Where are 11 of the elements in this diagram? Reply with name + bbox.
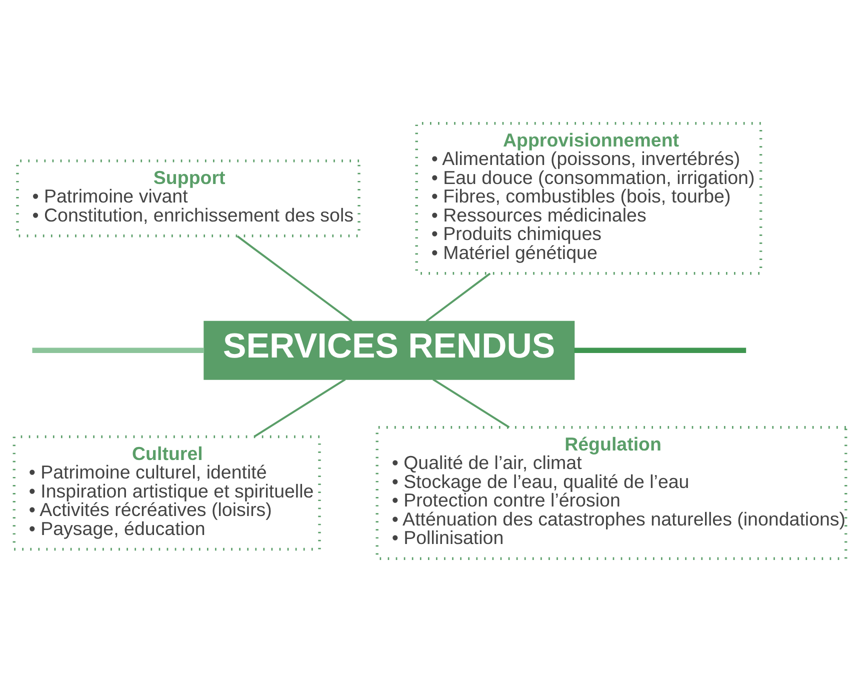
connector xyxy=(254,378,346,438)
node-box: Support • Patrimoine vivant • Constitution, enrichissement des sols xyxy=(16,160,360,238)
connector xyxy=(432,378,510,428)
connector xyxy=(32,348,204,354)
node-box: Approvisionnement • Alimentation (poissons, invertébrés) • Eau douce (consommation, irrigation) • Fibres, combustibles (bois, tourbe) • Ressources médicinales • Produits chimiques • Matériel génétique xyxy=(415,122,762,275)
connector xyxy=(574,348,746,354)
connector xyxy=(236,235,352,322)
node-box: Culturel • Patrimoine culturel, identité • Inspiration artistique et spirituelle • Activités récréatives (loisirs) • Paysage, éducation xyxy=(12,435,321,551)
node-box: Régulation • Qualité de l’air, climat • Stockage de l’eau, qualité de l’eau • Protection contre l’érosion • Atténuation des catastrophes naturelles (inondations) • Pollinisation xyxy=(376,426,848,560)
node-box: SERVICES RENDUS xyxy=(204,320,575,380)
connector xyxy=(426,272,491,322)
